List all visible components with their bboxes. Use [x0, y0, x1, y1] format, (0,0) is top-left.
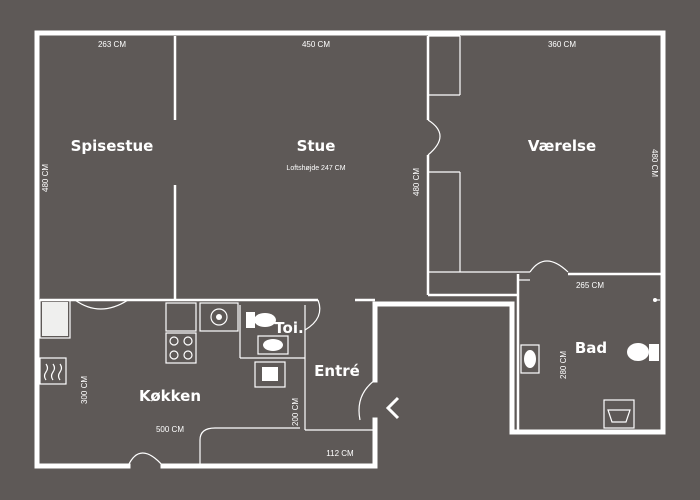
dim-vaerelse-depth: 480 CM [650, 149, 659, 177]
stove-icon [165, 332, 197, 364]
room-vaerelse: Værelse [528, 137, 596, 155]
dim-kokken-depth: 300 CM [80, 376, 89, 404]
dim-stue-depth: 480 CM [412, 168, 421, 196]
room-spisestue: Spisestue [71, 137, 154, 155]
bad-toilet [627, 343, 659, 361]
room-stue: Stue [297, 137, 336, 155]
sink-icon [257, 335, 289, 355]
washing-machine-icon [39, 299, 71, 339]
bad-sink [520, 344, 540, 374]
dim-bad-width: 265 CM [576, 281, 604, 290]
room-bad: Bad [575, 339, 607, 357]
room-kokken: Køkken [139, 387, 201, 405]
bathtub-icon [603, 399, 635, 429]
dim-spisestue-depth: 480 CM [41, 164, 50, 192]
room-toilet: Toi. [274, 319, 303, 337]
shower-icon [653, 298, 660, 302]
dim-stue-width: 450 CM [302, 40, 330, 49]
dim-vaerelse-width: 360 CM [548, 40, 576, 49]
dim-spisestue-width: 263 CM [98, 40, 126, 49]
room-entre: Entré [314, 362, 360, 380]
toilet-icon [246, 312, 276, 328]
ceiling-height-note: Loftshøjde 247 CM [286, 165, 345, 172]
interior-walls [40, 35, 663, 467]
kitchen-counter [165, 302, 239, 332]
bottom-windows [210, 429, 660, 469]
outer-walls [34, 30, 666, 469]
dim-entre-depth: 200 CM [291, 398, 300, 426]
dim-bad-depth: 280 CM [559, 351, 568, 379]
dim-kokken-width: 500 CM [156, 425, 184, 434]
entre-sink [254, 361, 286, 388]
dim-entre-width: 112 CM [326, 449, 354, 458]
entry-arrow-icon [385, 396, 400, 420]
radiator-icon [39, 357, 67, 385]
